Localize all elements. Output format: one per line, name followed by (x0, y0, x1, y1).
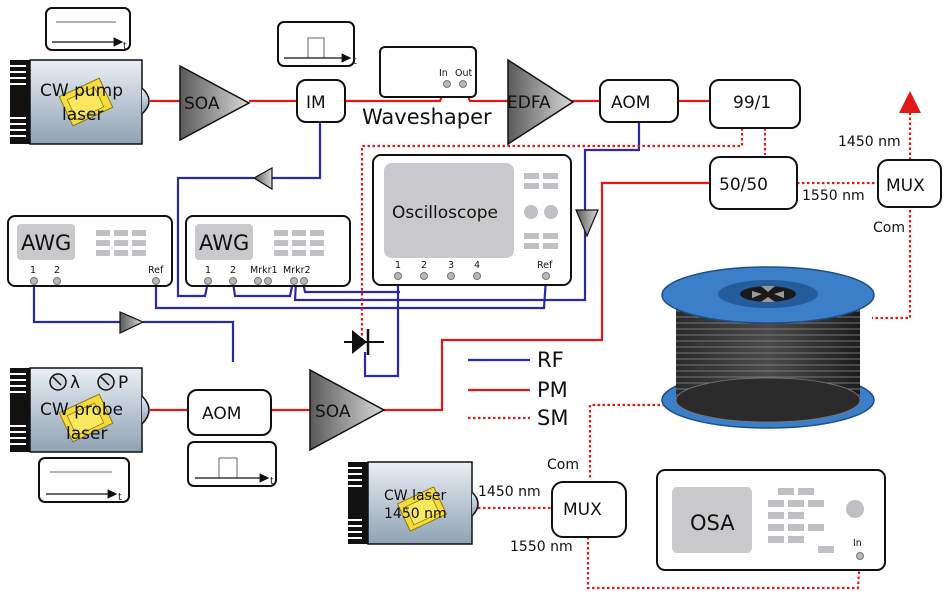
coupler-50-50: 50/50 (709, 156, 798, 210)
intensity-modulator: IM (296, 79, 346, 123)
mux-right-1550-label: 1550 nm (802, 188, 865, 204)
osc-ch4-port (473, 272, 481, 280)
legend-pm-label: PM (537, 378, 568, 402)
soa-top-label: SOA (184, 94, 220, 114)
waveshaper-label: Waveshaper (362, 105, 492, 129)
osc-ch2-label: 2 (421, 260, 427, 271)
legend: RF PM SM (468, 348, 568, 430)
rf-amplifier-aom (119, 311, 145, 334)
pump-cw-trace-thumbnail: t (45, 7, 131, 52)
awg-right-ch2-port (229, 277, 237, 285)
im-pulse-thumbnail: t (277, 21, 357, 67)
laser-warning-icon (58, 77, 114, 127)
osc-ref-port (542, 272, 550, 280)
osc-ch1-port (394, 272, 402, 280)
oscilloscope: Oscilloscope 1 2 3 4 Ref (372, 154, 572, 286)
aom-bottom: AOM (187, 389, 272, 436)
mux-bottom: MUX Com 1450 nm 1550 nm (478, 457, 627, 555)
awg-right: AWG 1 2 Mrkr1 Mrkr2 (185, 215, 351, 287)
oscilloscope-label: Oscilloscope (392, 203, 498, 223)
soa-bottom-label: SOA (315, 402, 351, 422)
soa-bottom: SOA (309, 368, 386, 452)
aom-pulse-thumbnail: t (187, 441, 277, 487)
awg-right-mrkr1-port-b (264, 277, 272, 285)
mux-bottom-1550-label: 1550 nm (510, 539, 573, 555)
osa-in-port (856, 552, 864, 560)
awg-right-mrkr2-port-a (290, 277, 298, 285)
pump-laser: CW pump laser (10, 59, 150, 145)
coupler-99-1-label: 99/1 (733, 93, 771, 113)
probe-lambda-label: λ (70, 373, 80, 393)
laser-warning-icon (396, 486, 448, 532)
mux-right-com-label: Com (873, 220, 905, 236)
coupler-50-50-label: 50/50 (719, 175, 768, 195)
aom-top: AOM (599, 79, 679, 123)
im-label: IM (306, 93, 326, 113)
osc-ch3-port (447, 272, 455, 280)
mux-right-label: MUX (886, 176, 925, 196)
osa-label: OSA (690, 511, 735, 535)
coupler-99-1: 99/1 (709, 79, 801, 129)
legend-sm-label: SM (537, 406, 568, 430)
edfa: EDFA (507, 58, 575, 146)
mux-bottom-com-label: Com (547, 457, 579, 473)
awg-left: AWG 1 2 Ref (7, 215, 173, 287)
awg-right-ch1-label: 1 (205, 265, 211, 276)
osc-ch4-label: 4 (474, 260, 480, 271)
aom-bottom-label: AOM (202, 404, 241, 424)
probe-laser-label: CW probe laser (40, 400, 129, 444)
cw-laser-1450: CW laser 1450 nm (348, 461, 479, 545)
probe-cw-trace-thumbnail: t (38, 457, 130, 503)
waveshaper-out-label: Out (455, 68, 472, 79)
rf-amplifier-aom-top (575, 209, 599, 238)
time-axis-label: t (353, 56, 357, 67)
osa: OSA In (656, 469, 886, 571)
awg-left-ref-label: Ref (148, 265, 164, 276)
mux-bottom-1450-label: 1450 nm (478, 484, 541, 500)
awg-left-ch1-port (30, 277, 38, 285)
photodiode-icon (344, 329, 384, 355)
pm-fibers (150, 83, 710, 412)
pump-laser-label: CW pump laser (40, 81, 128, 125)
awg-left-ch2-label: 2 (54, 265, 60, 276)
mux-bottom-label: MUX (563, 500, 602, 520)
time-axis-label: t (123, 41, 127, 52)
edfa-label: EDFA (507, 93, 551, 113)
rf-amplifier-im (252, 166, 273, 191)
osc-ch3-label: 3 (448, 260, 454, 271)
awg-right-label: AWG (199, 231, 249, 255)
waveshaper-out-port (459, 80, 467, 88)
awg-left-label: AWG (21, 231, 71, 255)
awg-left-ch2-port (53, 277, 61, 285)
waveshaper: In Out Waveshaper (362, 46, 492, 129)
aom-top-label: AOM (611, 93, 650, 113)
mux-right: MUX 1450 nm 1550 nm Com (802, 134, 942, 236)
osc-ref-label: Ref (537, 260, 553, 271)
osc-ch2-port (420, 272, 428, 280)
waveshaper-in-label: In (439, 68, 448, 79)
laser-warning-icon (58, 393, 114, 443)
time-axis-label: t (118, 492, 122, 503)
awg-right-mrkr1-port-a (254, 277, 262, 285)
awg-right-ch1-port (204, 277, 212, 285)
awg-right-mrkr2-label: Mrkr2 (283, 265, 311, 276)
waveshaper-in-port (443, 80, 451, 88)
awg-left-ref-port (152, 277, 160, 285)
osa-in-label: In (853, 538, 862, 549)
cw-laser-1450-label: CW laser 1450 nm (384, 488, 451, 522)
osc-ch1-label: 1 (395, 260, 401, 271)
awg-right-ch2-label: 2 (230, 265, 236, 276)
legend-rf-label: RF (537, 348, 564, 372)
awg-right-mrkr1-label: Mrkr1 (250, 265, 278, 276)
sm-fibers (360, 91, 921, 590)
fiber-spool (661, 266, 875, 429)
time-axis-label: t (270, 476, 274, 487)
awg-left-ch1-label: 1 (30, 265, 36, 276)
probe-power-label: P (118, 373, 128, 393)
probe-laser: λ P CW probe laser (10, 367, 150, 453)
soa-top: SOA (179, 64, 251, 142)
awg-right-mrkr2-port-b (300, 277, 308, 285)
mux-right-1450-label: 1450 nm (838, 134, 901, 150)
